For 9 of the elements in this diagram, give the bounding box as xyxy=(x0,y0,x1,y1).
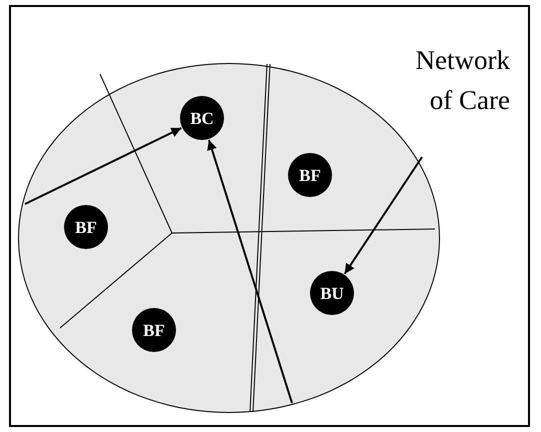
arrow xyxy=(344,156,423,274)
arrow xyxy=(24,127,182,205)
node-circle: BC xyxy=(180,96,224,140)
node-circle: BF xyxy=(132,308,176,352)
node-circle: BU xyxy=(310,271,354,315)
node-circle: BF xyxy=(64,205,108,249)
node-circle: BF xyxy=(288,153,332,197)
arrow xyxy=(207,140,293,404)
diagram-title: Network of Care xyxy=(414,44,510,117)
